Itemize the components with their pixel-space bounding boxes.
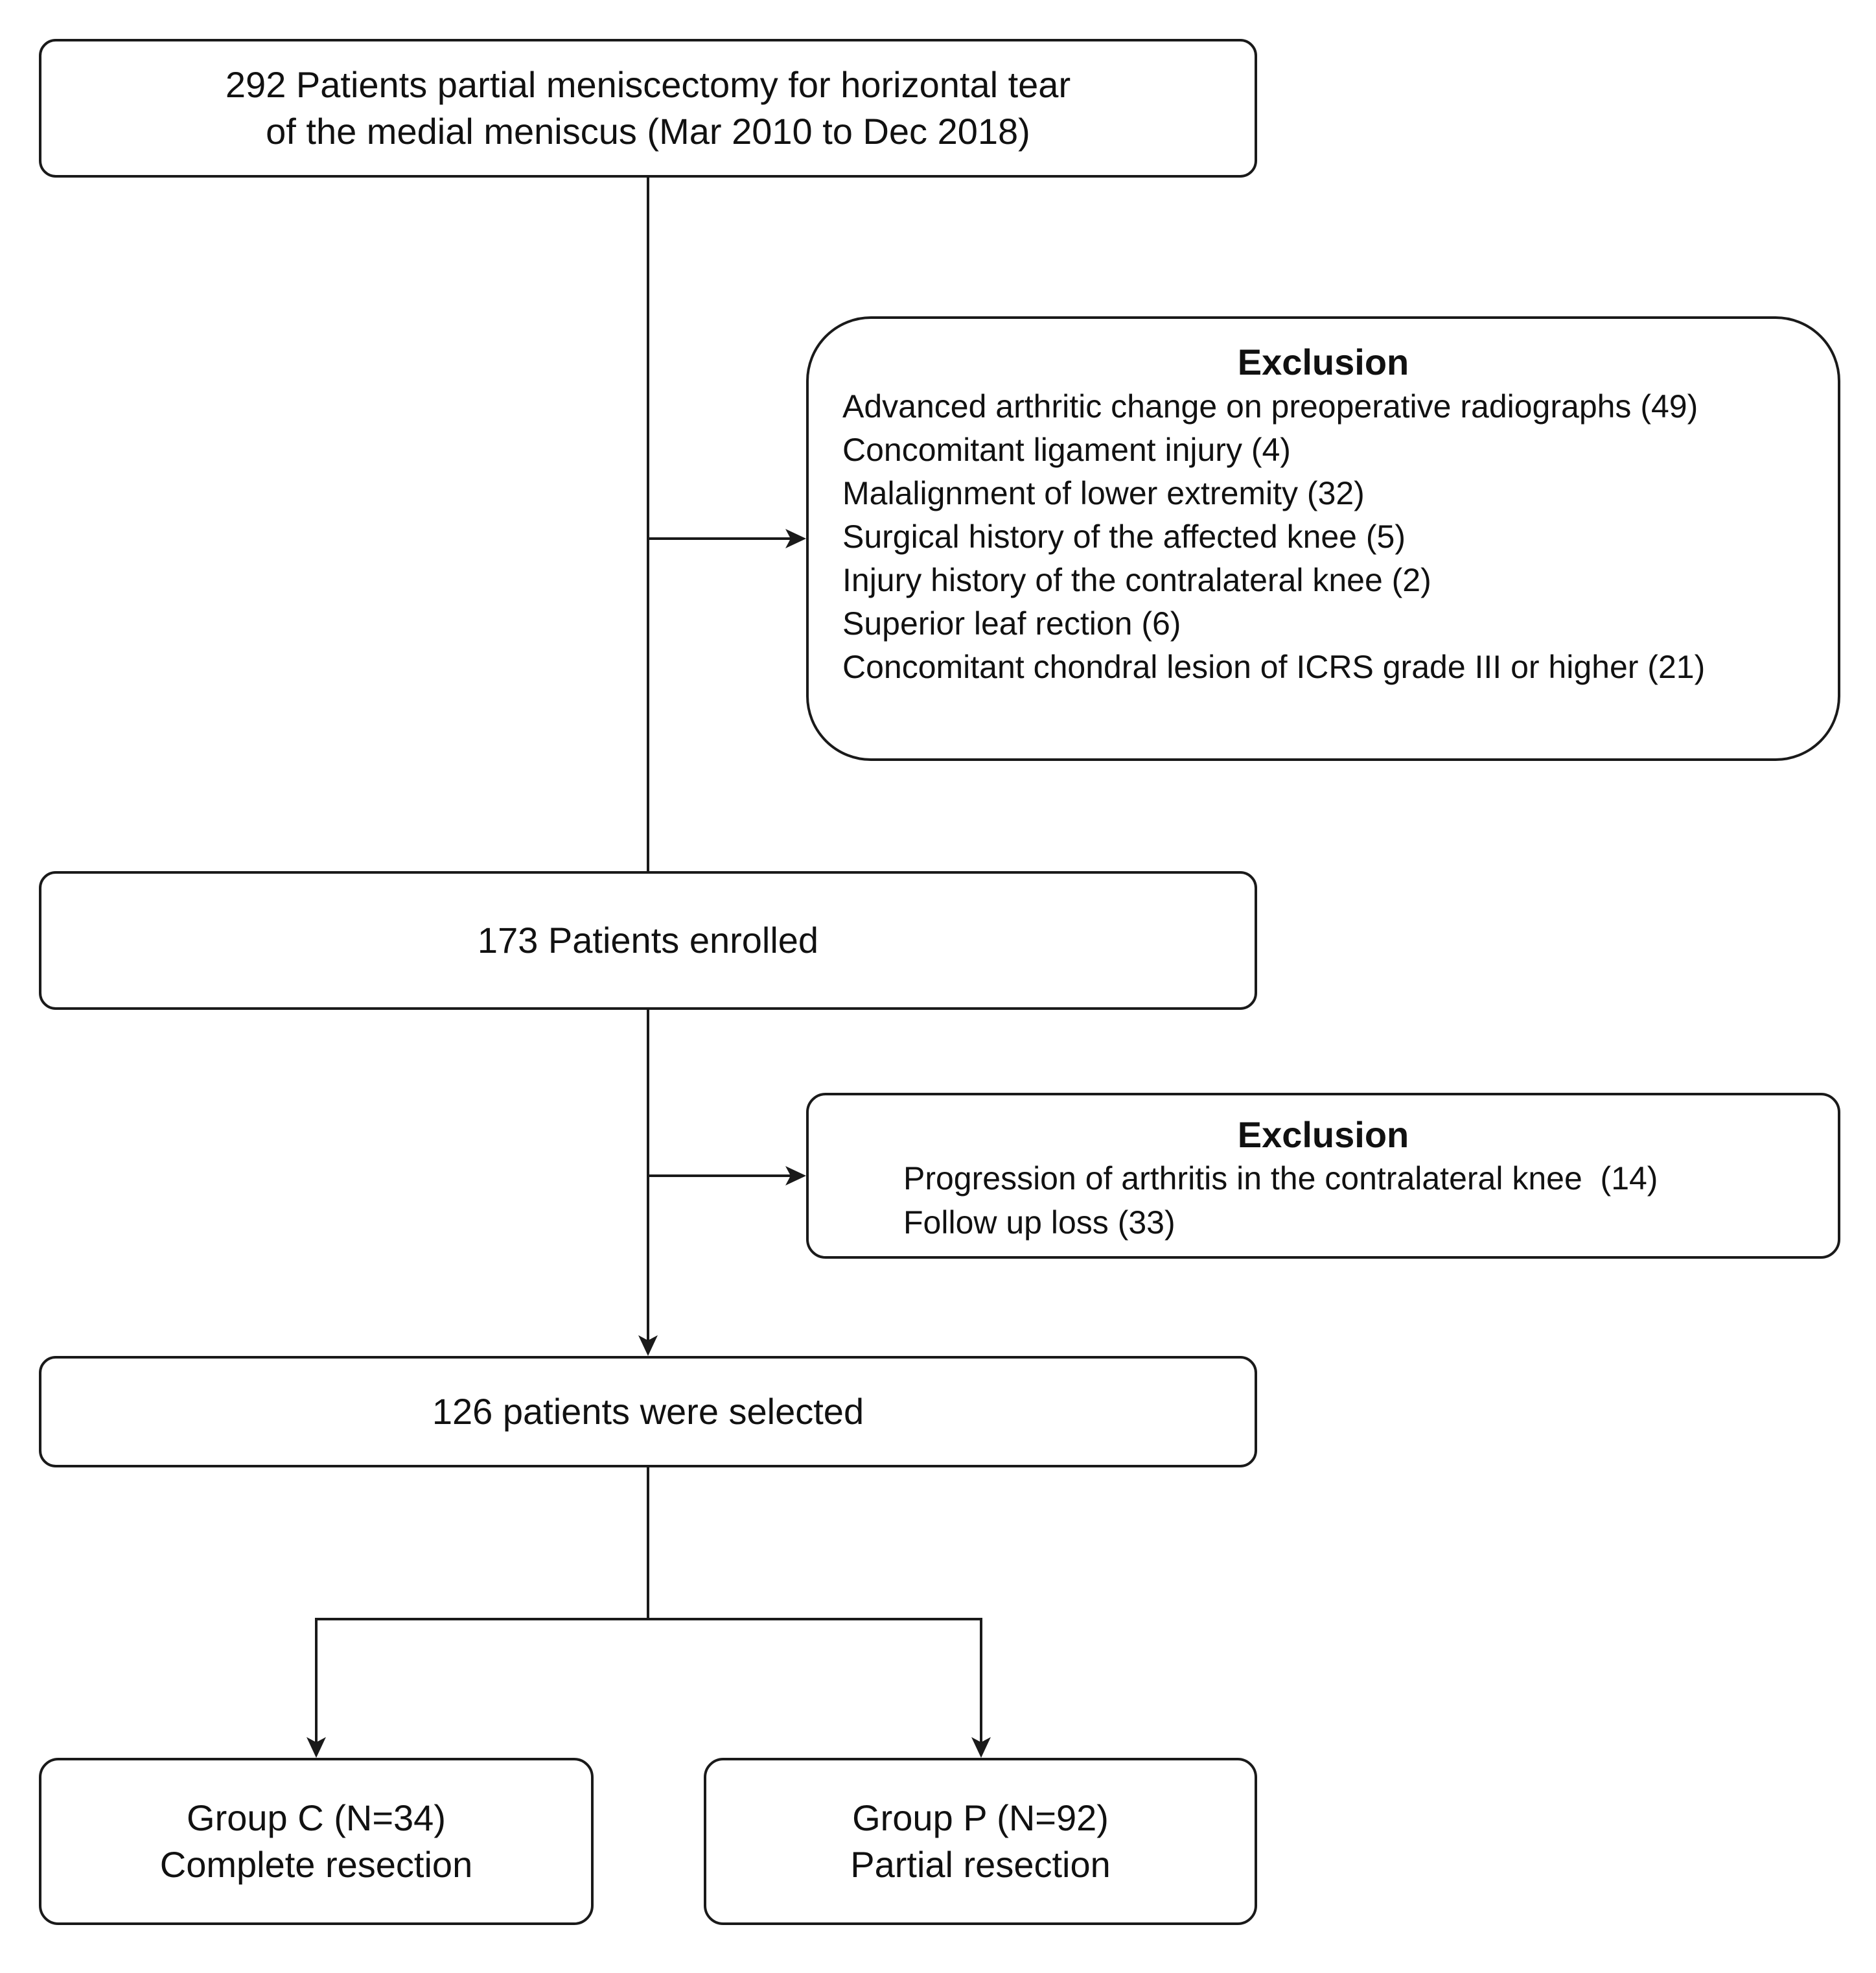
group-p-box: Group P (N=92) Partial resection	[704, 1758, 1257, 1925]
exclusion-box-2: Exclusion Progression of arthritis in th…	[806, 1093, 1840, 1259]
arrowhead-group-p	[971, 1737, 991, 1758]
exclusion-list: Advanced arthritic change on preoperativ…	[842, 385, 1705, 689]
group-c-description: Complete resection	[159, 1844, 473, 1885]
connector-branch	[315, 1618, 982, 1745]
start-line-2: of the medial meniscus (Mar 2010 to Dec …	[266, 111, 1030, 152]
selected-label: 126 patients were selected	[432, 1391, 864, 1432]
start-line-1: 292 Patients partial meniscectomy for ho…	[225, 64, 1071, 105]
selected-box: 126 patients were selected	[39, 1356, 1257, 1467]
exclusion-title: Exclusion	[1237, 342, 1409, 382]
exclusion-item: Concomitant chondral lesion of ICRS grad…	[842, 649, 1706, 685]
exclusion-item: Advanced arthritic change on preoperativ…	[842, 388, 1698, 425]
exclusion-list: Progression of arthritis in the contrala…	[903, 1156, 1658, 1244]
arrowhead-exclusion-2	[785, 1166, 806, 1185]
arrowhead-selected	[638, 1335, 658, 1356]
exclusion-box-1: Exclusion Advanced arthritic change on p…	[806, 316, 1840, 761]
exclusion-item: Surgical history of the affected knee (5…	[842, 519, 1406, 555]
group-p-title: Group P (N=92)	[852, 1797, 1109, 1838]
group-p-description: Partial resection	[850, 1844, 1111, 1885]
exclusion-item: Superior leaf rection (6)	[842, 605, 1181, 642]
group-c-title: Group C (N=34)	[187, 1797, 446, 1838]
exclusion-item: Concomitant ligament injury (4)	[842, 432, 1291, 468]
enrolled-label: 173 Patients enrolled	[477, 920, 819, 961]
exclusion-item: Injury history of the contralateral knee…	[842, 562, 1431, 598]
exclusion-item: Progression of arthritis in the contrala…	[903, 1160, 1658, 1197]
arrowhead-exclusion-1	[785, 529, 806, 548]
exclusion-item: Malalignment of lower extremity (32)	[842, 475, 1365, 511]
exclusion-item: Follow up loss (33)	[903, 1204, 1175, 1241]
start-box: 292 Patients partial meniscectomy for ho…	[39, 39, 1257, 178]
exclusion-title: Exclusion	[1237, 1114, 1409, 1155]
enrolled-box: 173 Patients enrolled	[39, 871, 1257, 1010]
arrowhead-group-c	[307, 1737, 326, 1758]
group-c-box: Group C (N=34) Complete resection	[39, 1758, 594, 1925]
